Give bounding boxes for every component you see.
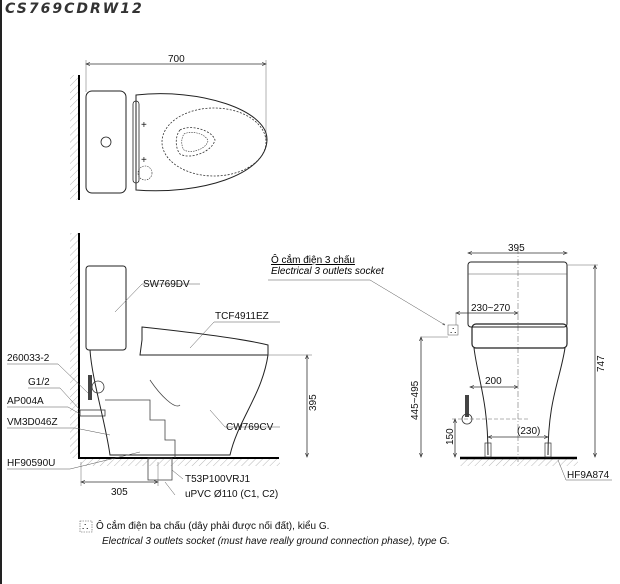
tank-top: [85, 90, 127, 194]
seat-front: [471, 323, 568, 349]
dim-150: 150: [445, 428, 456, 445]
dim-305: 305: [111, 487, 128, 498]
dim-200: 200: [485, 376, 502, 387]
seat-side: [139, 326, 269, 356]
wall-hatch: [70, 75, 78, 200]
seat-top: [135, 93, 268, 192]
label-hf90590u: HF90590U: [7, 458, 55, 469]
svg-text:∴: ∴: [450, 326, 456, 337]
label-260033-2: 260033-2: [7, 353, 50, 364]
label-sw769dv: SW769DV: [143, 279, 190, 290]
label-tcf4911ez: TCF4911EZ: [215, 311, 269, 322]
dim-395-side: 395: [308, 394, 319, 411]
side-view: 395 305 SW769DV TCF4911EZ CW769CV 260033…: [7, 233, 445, 500]
bowl-side: [89, 349, 269, 456]
tank-front: [467, 261, 568, 328]
top-view: 700 + +: [70, 54, 268, 200]
svg-text:+: +: [141, 120, 147, 131]
socket-callout: Ô cắm điện 3 chấu Electrical 3 outlets s…: [271, 255, 384, 277]
dim-445-495: 445~495: [410, 380, 421, 420]
socket-callout-vi: Ô cắm điện 3 chấu: [271, 255, 355, 266]
socket-symbol-icon: [447, 324, 459, 336]
bowl-outline: [161, 107, 267, 177]
label-vm3d046z: VM3D046Z: [7, 417, 58, 428]
dim-230-270: 230~270: [471, 303, 511, 314]
tank-side: [85, 265, 127, 351]
socket-symbol-icon: [79, 520, 93, 533]
note-vi: Ô cắm điện ba chấu (dây phải được nối đấ…: [96, 521, 330, 532]
label-hf9a874: HF9A874: [567, 470, 610, 481]
dim-395-front: 395: [508, 243, 525, 254]
bowl-front: [473, 347, 566, 456]
front-view: ∴ 395 747 230~270 445~495 200 150 (230) …: [410, 243, 612, 481]
label-t53p100vrj1: T53P100VRJ1: [185, 474, 250, 485]
dim-700: 700: [168, 54, 185, 65]
flush-button-icon: [100, 136, 112, 148]
label-upvc: uPVC Ø110 (C1, C2): [185, 489, 278, 500]
label-cw769cv: CW769CV: [226, 422, 274, 433]
note-en: Electrical 3 outlets socket (must have r…: [102, 536, 450, 547]
svg-text:+: +: [141, 155, 147, 166]
label-g12: G1/2: [28, 377, 50, 388]
wall-hatch-side: [70, 233, 78, 458]
model-title: CS769CDRW12: [5, 1, 144, 17]
dim-230-bolts: (230): [517, 426, 540, 437]
label-ap004a: AP004A: [7, 396, 44, 407]
svg-text:∴: ∴: [82, 522, 88, 533]
dim-747: 747: [596, 355, 607, 372]
socket-callout-en: Electrical 3 outlets socket: [271, 266, 384, 277]
